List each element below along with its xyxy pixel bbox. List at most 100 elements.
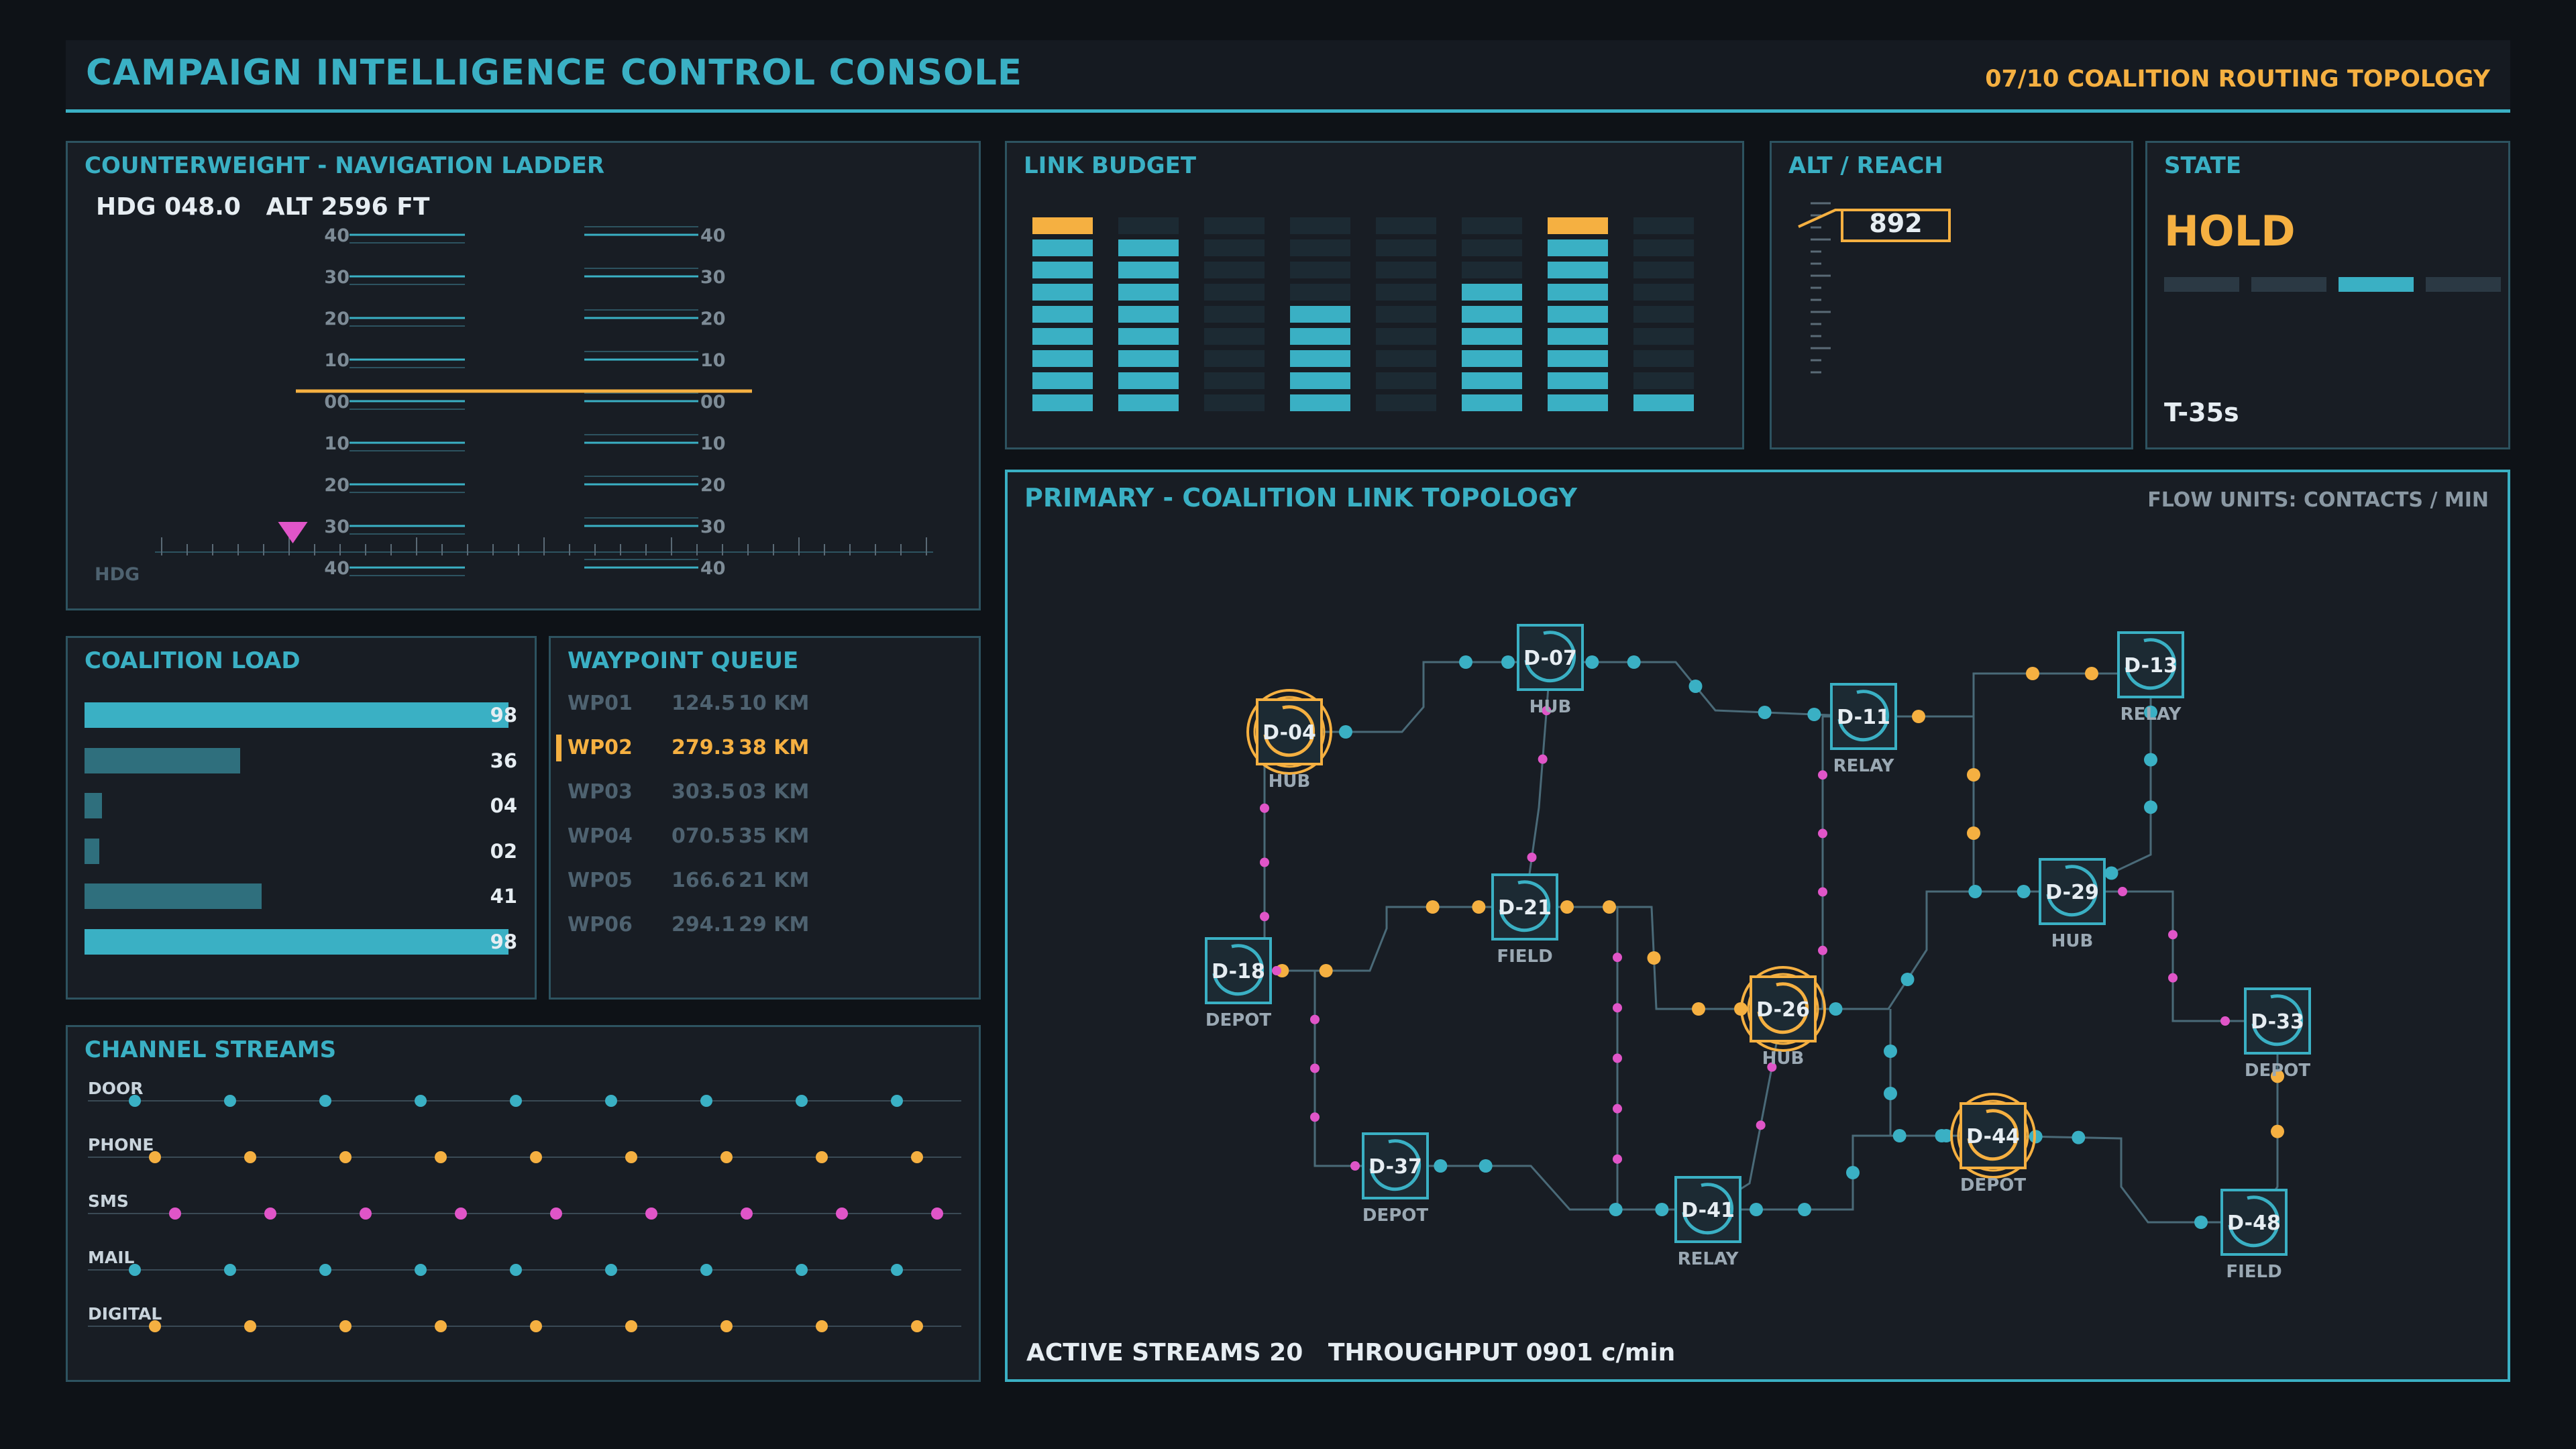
link-segment — [1032, 284, 1093, 301]
link-segment — [1118, 217, 1179, 234]
load-bar — [85, 702, 509, 728]
link-segment — [1633, 262, 1694, 278]
topology-footer: ACTIVE STREAMS 20 THROUGHPUT 0901 c/min — [1026, 1339, 1675, 1366]
load-bar — [85, 838, 99, 864]
node-id: D-26 — [1756, 998, 1810, 1022]
flow-packet — [1968, 885, 1982, 898]
stream-packet — [339, 1151, 352, 1163]
stream-packet — [129, 1095, 141, 1107]
link-segment — [1204, 350, 1265, 367]
link-segment — [1376, 306, 1436, 323]
stream-label: PHONE — [88, 1135, 154, 1155]
flow-packet — [1538, 754, 1548, 764]
ladder-tick-label: 20 — [700, 475, 726, 496]
flow-packet — [2144, 705, 2157, 719]
node-box — [1205, 937, 1272, 1004]
altitude-readout: ALT 2596 FT — [266, 193, 430, 221]
flow-packet — [1818, 945, 1827, 955]
flow-packet — [1767, 1062, 1777, 1072]
node-type: DEPOT — [2245, 1061, 2311, 1081]
node-box — [1256, 698, 1323, 765]
stream-packet — [169, 1208, 181, 1220]
waypoint-id: WP03 — [568, 780, 633, 804]
link-segment — [1118, 306, 1179, 323]
node-type: HUB — [1762, 1049, 1805, 1069]
ladder-tick-label: 10 — [700, 433, 726, 454]
link-segment — [1290, 372, 1350, 389]
load-value: 41 — [490, 885, 517, 908]
waypoint-distance: 03 KM — [739, 780, 810, 804]
flow-packet — [1912, 710, 1925, 723]
link-segment — [1032, 372, 1093, 389]
waypoint-bearing: 166.6 — [672, 869, 735, 892]
link-budget-panel: LINK BUDGET — [1005, 141, 1744, 449]
node-box — [1674, 1176, 1741, 1243]
waypoint-bearing: 070.5 — [672, 824, 735, 848]
panel-title: ALT / REACH — [1788, 152, 1943, 179]
flow-packet — [1613, 1104, 1622, 1114]
waypoint-bearing: 124.5 — [672, 692, 735, 715]
node-box — [2117, 631, 2184, 698]
waypoint-bearing: 294.1 — [672, 913, 735, 936]
panel-title: STATE — [2164, 152, 2242, 179]
node-box — [1517, 624, 1584, 691]
stream-packet — [224, 1095, 236, 1107]
stream-label: DIGITAL — [88, 1304, 162, 1324]
waypoint-bearing: 279.3 — [672, 736, 735, 759]
link-segment — [1032, 394, 1093, 411]
flow-packet — [1310, 1063, 1320, 1073]
node-type: HUB — [1529, 697, 1572, 717]
panel-title: LINK BUDGET — [1024, 152, 1197, 179]
link-segment — [1204, 372, 1265, 389]
link-segment — [1290, 239, 1350, 256]
node-type: FIELD — [2226, 1262, 2282, 1282]
node-arc-gauge — [1837, 690, 1890, 742]
flow-packet — [1272, 966, 1281, 975]
stream-packet — [530, 1320, 542, 1332]
link-segment — [1204, 284, 1265, 301]
link-segment — [1462, 217, 1522, 234]
ladder-tick-label: 30 — [700, 517, 726, 537]
flow-packet — [1884, 1087, 1897, 1100]
panel-title: WAYPOINT QUEUE — [568, 647, 799, 674]
flow-packet — [2271, 1069, 2284, 1083]
node-id: D-29 — [2045, 881, 2099, 904]
link-budget-bars — [1032, 217, 1694, 411]
node-id: D-11 — [1837, 706, 1890, 729]
stream-packet — [149, 1151, 161, 1163]
stream-packet — [700, 1264, 712, 1276]
stream-packet — [816, 1320, 828, 1332]
flow-packet — [1892, 1129, 1907, 1142]
flow-packet — [1542, 706, 1552, 716]
link-segment — [1290, 328, 1350, 345]
flow-packet — [1798, 1203, 1811, 1216]
ladder-tick-label: 30 — [324, 517, 350, 537]
stream-packet — [796, 1095, 808, 1107]
flow-packet — [1829, 1002, 1843, 1016]
flow-packet — [1967, 826, 1980, 840]
node-id: D-13 — [2124, 654, 2178, 678]
alert-ring — [1747, 973, 1819, 1045]
